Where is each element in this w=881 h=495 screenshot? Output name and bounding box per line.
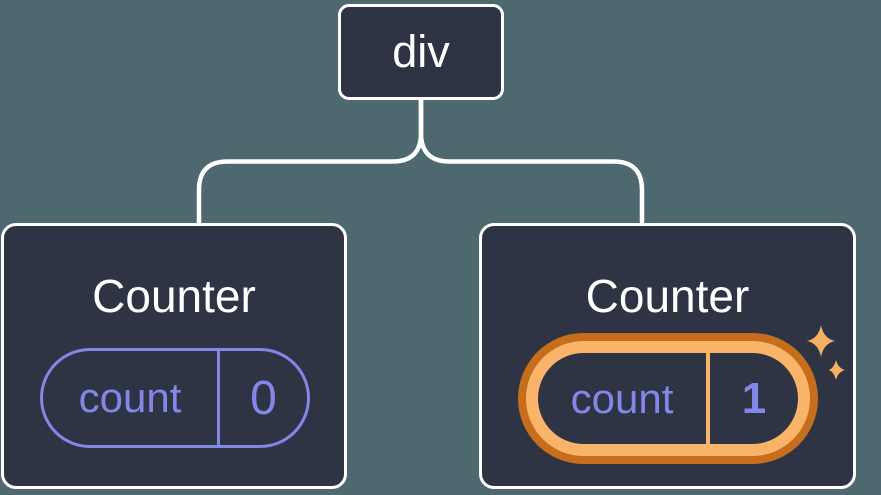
state-key-label: count xyxy=(538,353,710,444)
state-key-label: count xyxy=(43,351,220,445)
highlighted-state-pill: count 1 xyxy=(518,333,818,464)
state-pill: count 0 xyxy=(40,348,310,448)
sparkle-large xyxy=(807,325,835,357)
counter-title: Counter xyxy=(92,270,256,322)
connector-right-branch xyxy=(418,99,645,224)
sparkles-icon xyxy=(807,325,845,380)
state-pill: count 1 xyxy=(538,353,798,444)
root-node-label: div xyxy=(392,26,450,77)
connector-left-branch xyxy=(196,99,424,224)
highlight-ring: count 1 xyxy=(526,341,810,456)
root-node-div: div xyxy=(338,4,504,100)
counter-card-left: Counter count 0 xyxy=(1,223,347,489)
sparkle-small xyxy=(829,360,845,380)
counter-title: Counter xyxy=(585,270,750,322)
counter-card-right: Counter count 1 xyxy=(479,223,856,489)
state-value: 0 xyxy=(250,371,277,425)
state-value: 1 xyxy=(741,373,767,423)
